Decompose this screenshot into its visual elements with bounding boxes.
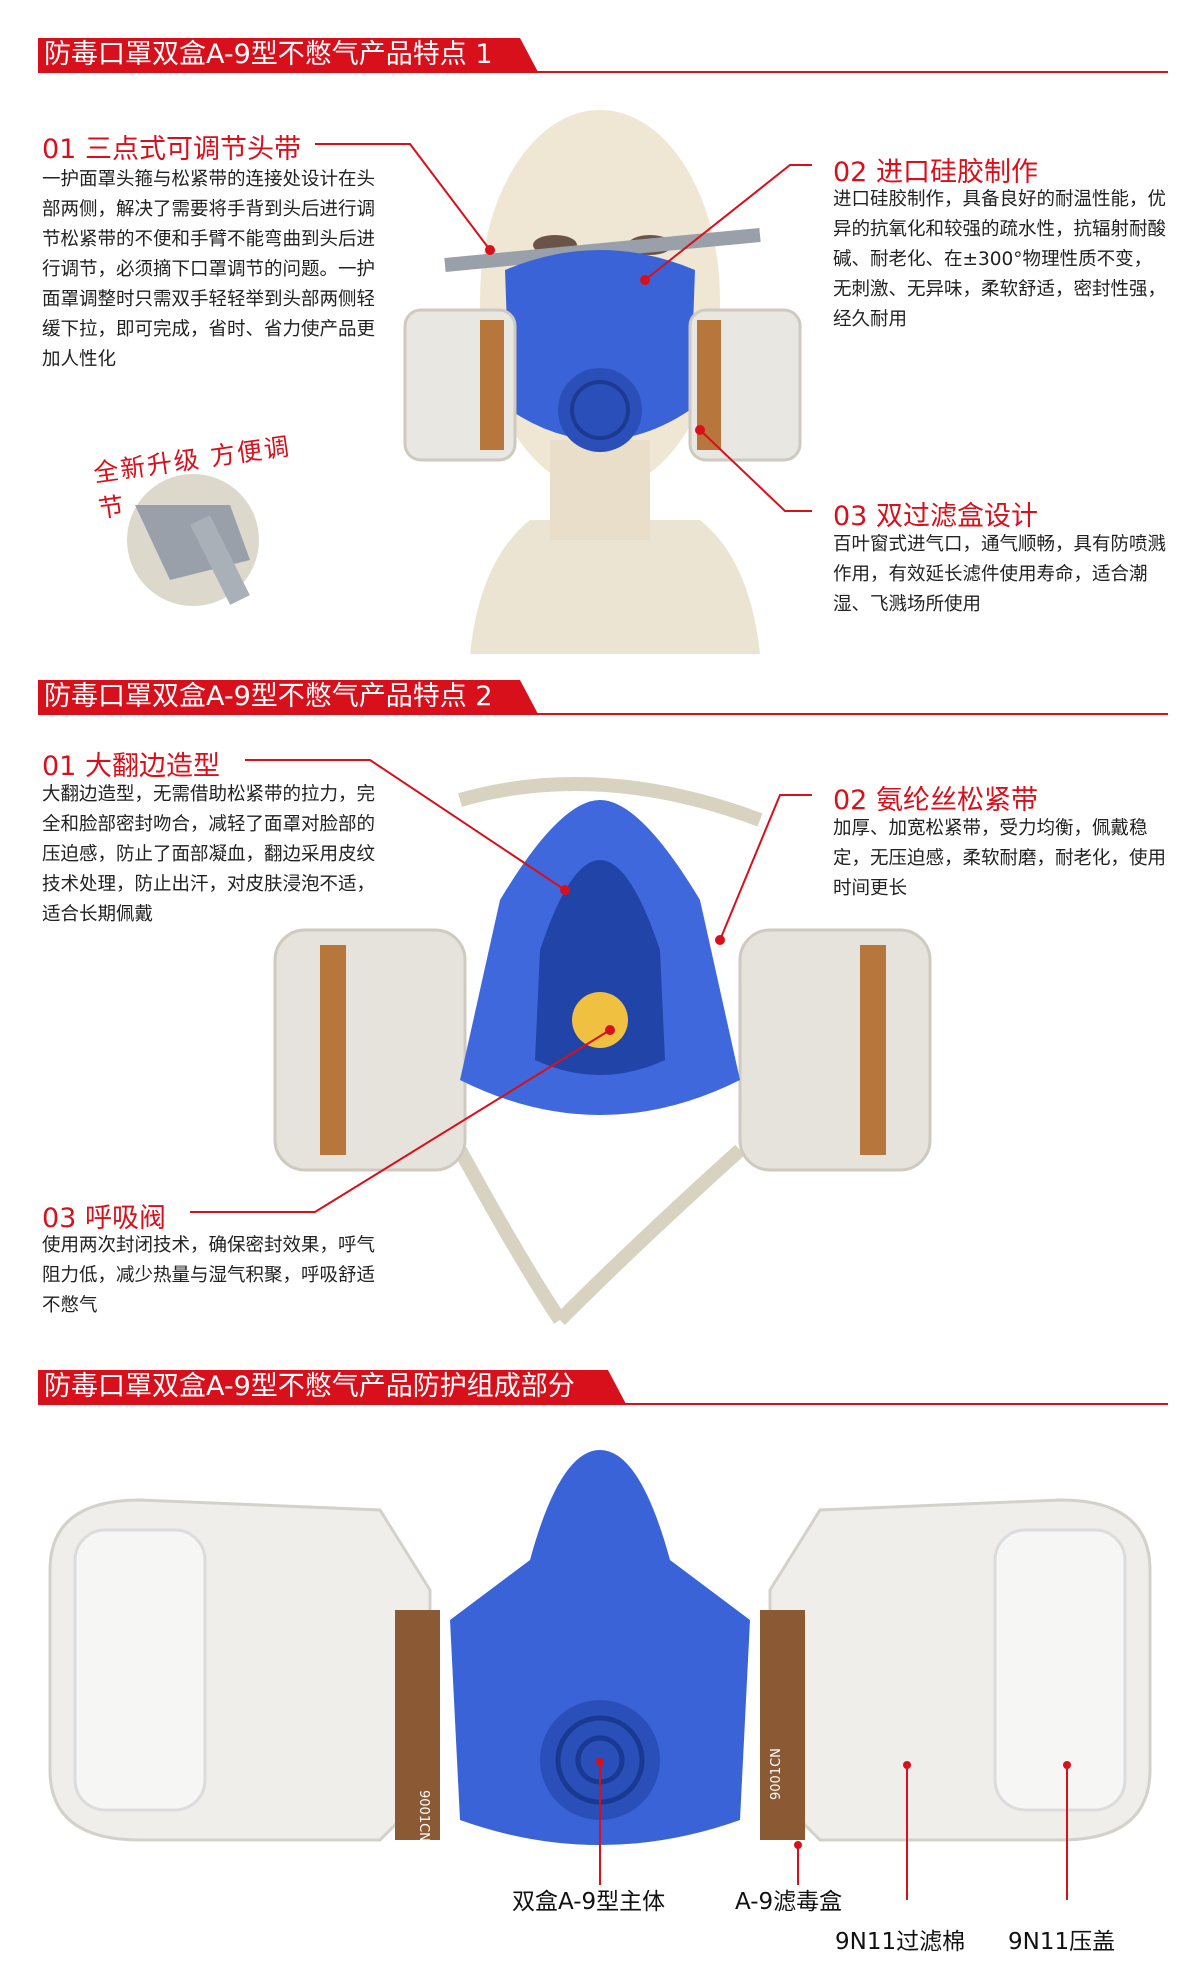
- feature-body: 一护面罩头箍与松紧带的连接处设计在头部两侧，解决了需要将手背到头后进行调节松紧带…: [42, 169, 376, 370]
- feature-title: 03 双过滤盒设计: [833, 501, 1038, 532]
- flipped-mask-image: [273, 777, 932, 1325]
- leader-lines-s1: [315, 143, 812, 512]
- part-label-cartridge: A-9滤毒盒: [735, 1889, 843, 1915]
- feature-title: 02 进口硅胶制作: [833, 157, 1038, 188]
- feature-title: 03 呼吸阀: [42, 1203, 166, 1234]
- cartridge-marking-left: 9001CN: [416, 1790, 431, 1842]
- header-divider: [38, 713, 1168, 715]
- feature-body: 使用两次封闭技术，确保密封效果，呼气阻力低，减少热量与湿气积聚，呼吸舒适不憋气: [42, 1235, 376, 1316]
- section3-header: 防毒口罩双盒A-9型不憋气产品防护组成部分: [38, 1370, 626, 1404]
- feature-body: 加厚、加宽松紧带，受力均衡，佩戴稳定，无压迫感，柔软耐磨，耐老化，使用时间更长: [833, 818, 1167, 899]
- feature-body: 进口硅胶制作，具备良好的耐温性能，优异的抗氧化和较强的疏水性，抗辐射耐酸碱、耐老…: [833, 189, 1167, 330]
- cartridge-marking-right: 9001CN: [769, 1748, 784, 1800]
- leader-lines-s2: [190, 759, 812, 1213]
- feature-body: 大翻边造型，无需借助松紧带的拉力，完全和脸部密封吻合，减轻了面罩对脸部的压迫感，…: [42, 784, 376, 925]
- feature-title: 01 大翻边造型: [42, 751, 220, 782]
- section1-header: 防毒口罩双盒A-9型不憋气产品特点 1: [38, 38, 538, 72]
- part-label-cover: 9N11压盖: [1008, 1929, 1116, 1955]
- header-divider: [38, 71, 1168, 73]
- feature-title: 02 氨纶丝松紧带: [833, 785, 1038, 816]
- mannequin-mask-image: [403, 110, 802, 654]
- part-label-body: 双盒A-9型主体: [512, 1889, 666, 1915]
- header-divider: [38, 1403, 1168, 1405]
- section2-header: 防毒口罩双盒A-9型不憋气产品特点 2: [38, 680, 538, 714]
- part-label-filter-cotton: 9N11过滤棉: [835, 1929, 966, 1955]
- components-image: [48, 1450, 1152, 1845]
- headband-detail-badge: [127, 474, 259, 606]
- part-pointers: [599, 1762, 1068, 1900]
- feature-body: 百叶窗式进气口，通气顺畅，具有防喷溅作用，有效延长滤件使用寿命，适合潮湿、飞溅场…: [833, 534, 1167, 615]
- feature-title: 01 三点式可调节头带: [42, 134, 301, 165]
